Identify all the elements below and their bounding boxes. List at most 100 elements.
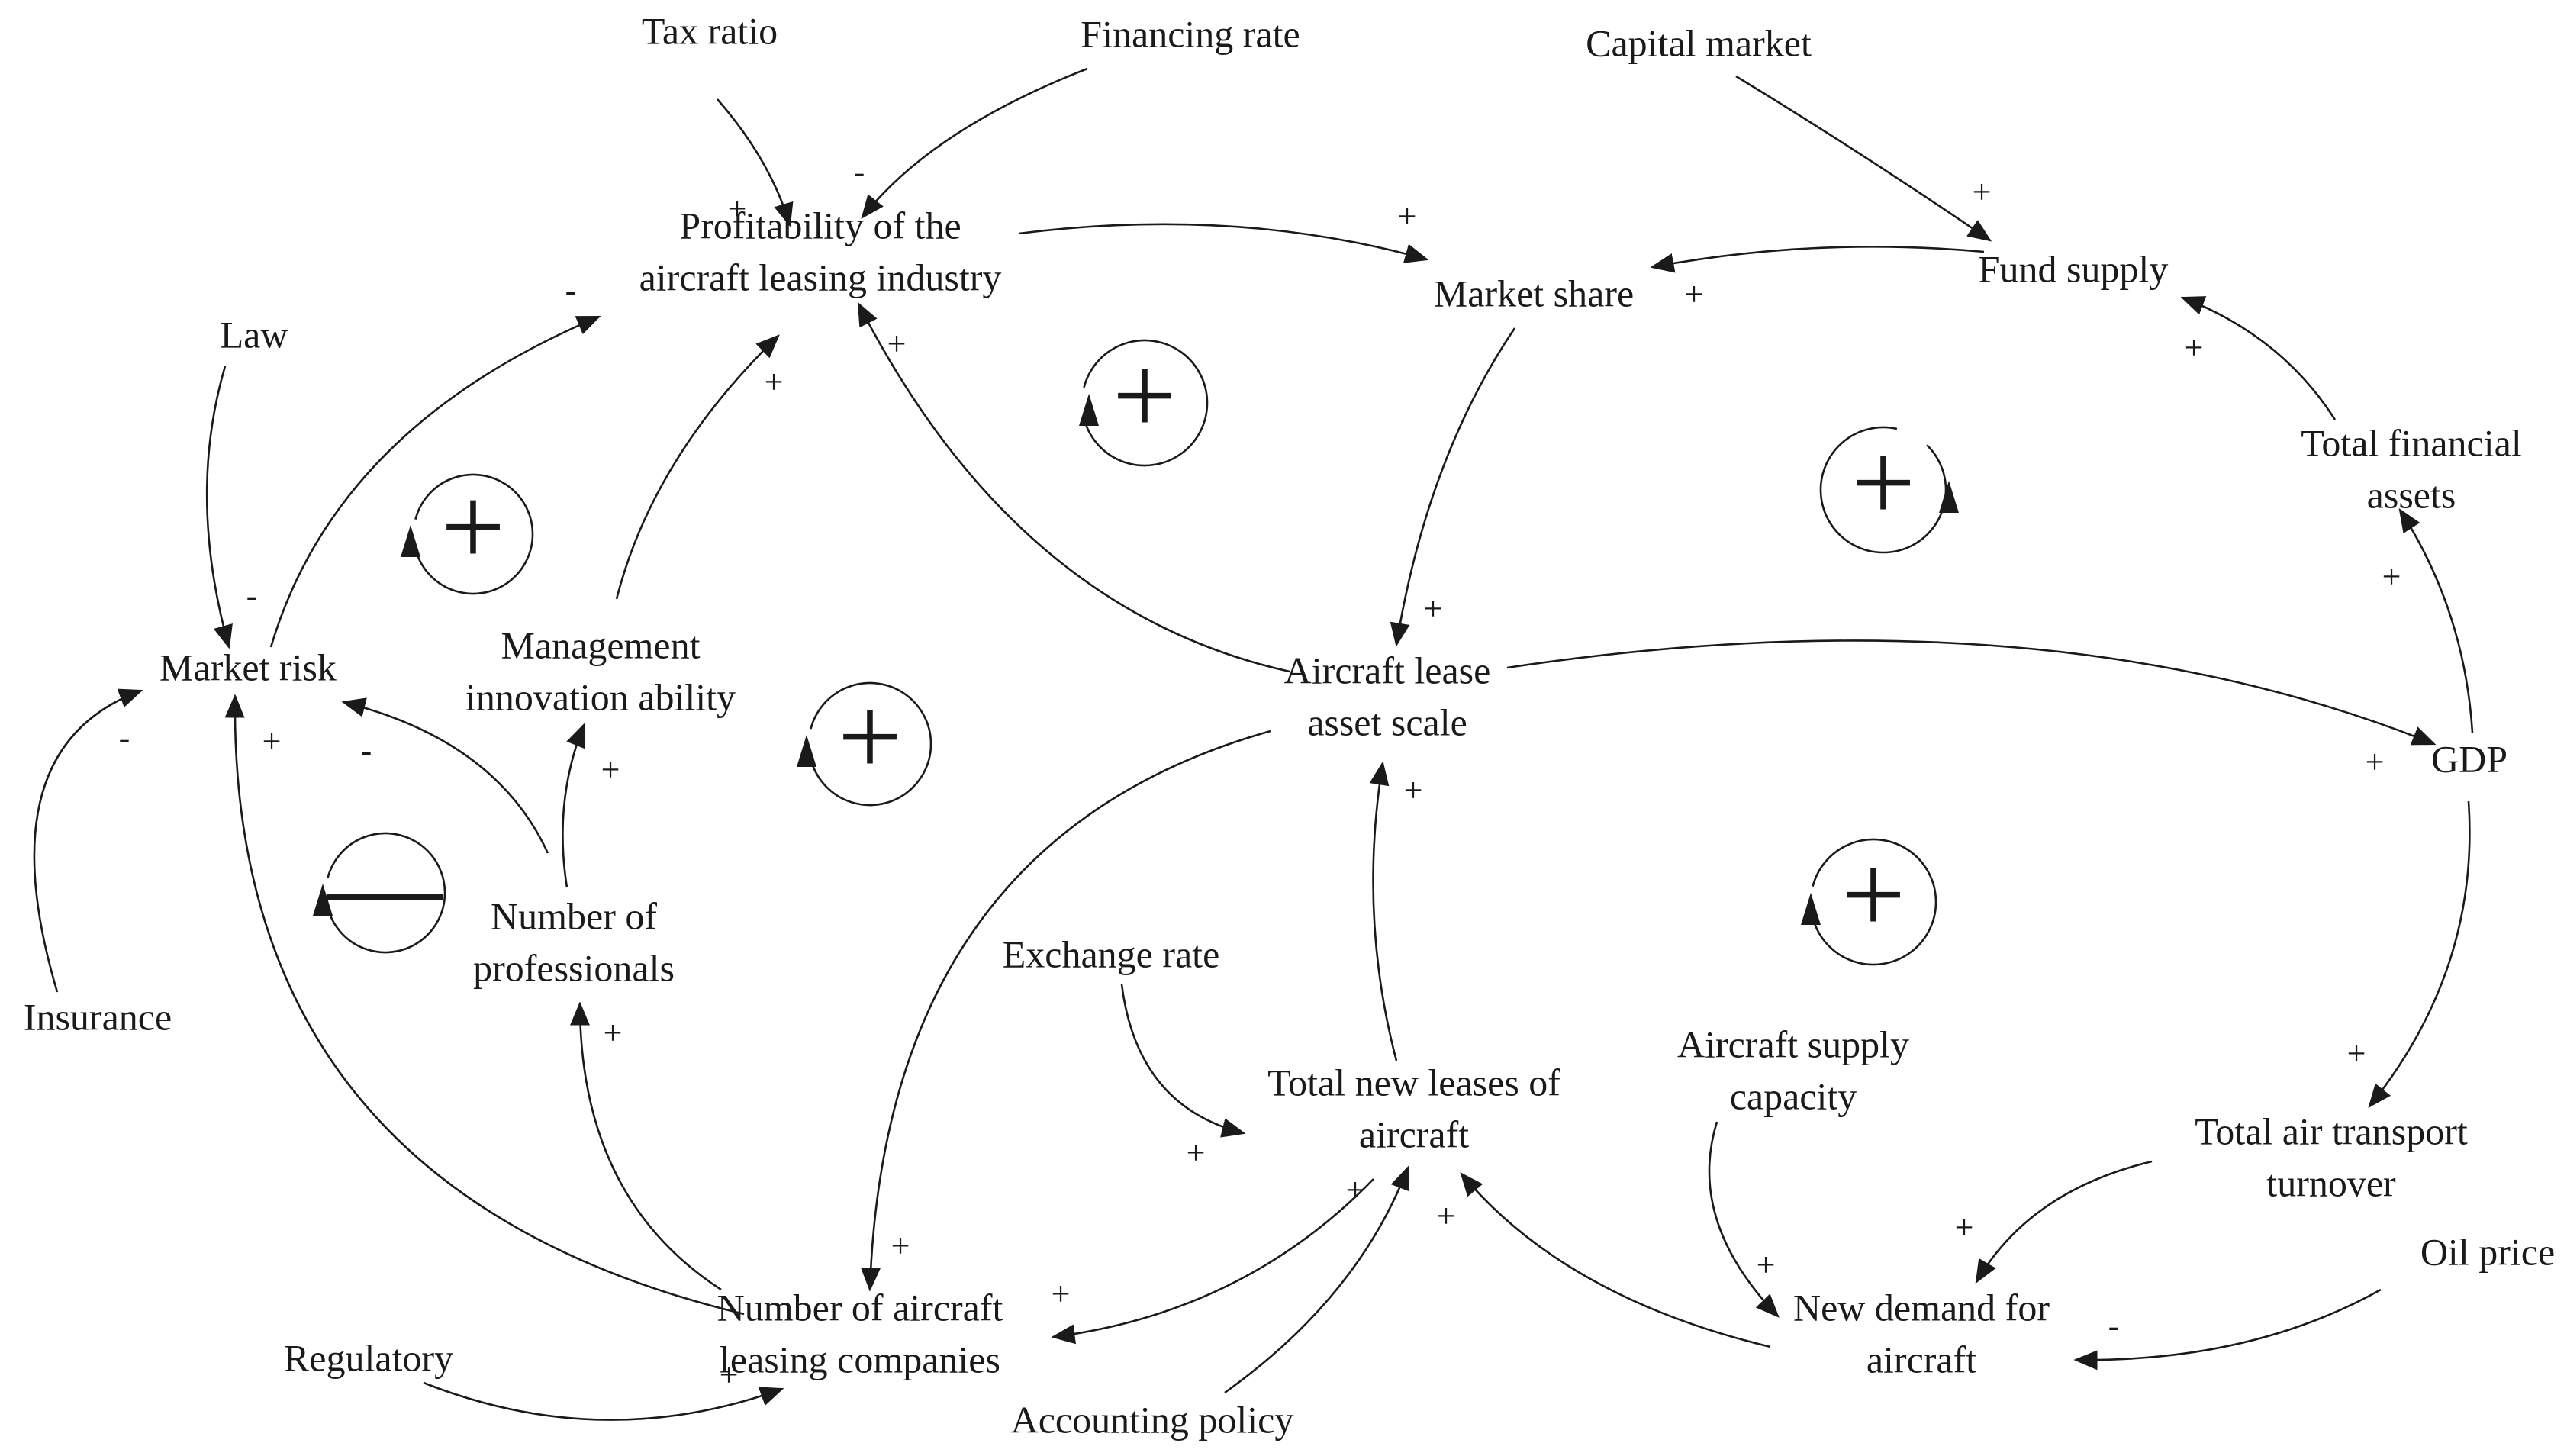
link-number-of-leasing-companies-to-market-risk (224, 694, 745, 1316)
loop-polarity: + (441, 463, 506, 590)
link-sign-aircraft-lease-asset-scale-to-profitability: + (887, 325, 907, 362)
loop-arrow-icon (1801, 893, 1821, 925)
loop-polarity: + (1113, 332, 1177, 459)
link-sign-financing-rate-to-profitability: - (854, 153, 865, 191)
link-sign-insurance-to-market-risk: - (119, 720, 130, 757)
link-sign-total-financial-assets-to-fund-supply: + (2185, 329, 2204, 366)
node-label-line: Profitability of the (679, 204, 961, 246)
loop-circle-arc (414, 473, 534, 595)
link-sign-total-new-leases-to-aircraft-lease-asset-scale: + (1404, 771, 1423, 809)
link-new-demand-for-aircraft-to-total-new-leases (1460, 1172, 1771, 1348)
link-sign-total-new-leases-to-number-of-leasing-companies: + (1052, 1275, 1071, 1313)
link-market-share-to-aircraft-lease-asset-scale (1390, 327, 1516, 647)
link-financing-rate-to-profitability (861, 67, 1088, 220)
node-label-line: professionals (473, 946, 675, 989)
link-sign-number-of-leasing-companies-to-market-risk: + (262, 723, 282, 760)
link-sign-gdp-to-total-financial-assets: + (2382, 558, 2401, 595)
node-label-line: Insurance (24, 995, 172, 1038)
node-label-line: Number of (491, 894, 657, 937)
link-sign-market-risk-to-profitability: - (565, 272, 577, 309)
link-sign-aircraft-lease-asset-scale-to-number-of-leasing-companies: + (891, 1227, 910, 1264)
link-number-of-professionals-to-market-risk (341, 697, 549, 854)
loop-arrow-icon (313, 884, 333, 916)
node-label-line: Oil price (2420, 1230, 2555, 1273)
node-label-line: Number of aircraft (717, 1286, 1003, 1329)
link-sign-capital-market-to-fund-supply: + (1973, 173, 1992, 211)
loop-polarity: + (1851, 419, 1916, 546)
link-sign-total-air-transport-turnover-to-new-demand-for-aircraft: + (1955, 1209, 1974, 1246)
link-management-innovation-to-profitability (615, 334, 780, 600)
link-fund-supply-to-market-share (1650, 246, 1985, 273)
node-accounting-policy: Accounting policy (1011, 1398, 1294, 1441)
node-label-line: Fund supply (1979, 247, 2169, 290)
node-label-line: leasing companies (720, 1338, 1000, 1380)
loop-marker-loop-6: + (1801, 831, 1937, 966)
link-sign-number-of-professionals-to-market-risk: - (361, 732, 372, 769)
loop-marker-loop-5: — (313, 822, 446, 954)
node-label-line: turnover (2266, 1161, 2396, 1204)
node-market-risk: Market risk (159, 646, 337, 688)
node-total-new-leases: Total new leases of aircraft (1267, 1061, 1560, 1155)
link-total-new-leases-to-aircraft-lease-asset-scale (1369, 761, 1398, 1061)
link-regulatory-to-number-of-leasing-companies (423, 1381, 784, 1421)
node-profitability: Profitability of the aircraft leasing ind… (639, 204, 1002, 298)
node-label-line: Regulatory (284, 1336, 453, 1379)
link-profitability-to-market-share (1018, 223, 1429, 263)
loop-polarity: + (1841, 831, 1906, 958)
link-aircraft-lease-asset-scale-to-profitability (857, 301, 1290, 673)
link-exchange-rate-to-total-new-leases (1120, 984, 1246, 1138)
node-fund-supply: Fund supply (1979, 247, 2169, 290)
node-label-line: Total new leases of (1267, 1061, 1560, 1103)
node-total-financial-assets: Total financial assets (2301, 421, 2521, 516)
node-label-line: Exchange rate (1003, 933, 1220, 975)
node-regulatory: Regulatory (284, 1336, 453, 1379)
loop-arrow-icon (401, 525, 420, 557)
link-oil-price-to-new-demand-for-aircraft (2073, 1288, 2382, 1371)
link-sign-new-demand-for-aircraft-to-total-new-leases: + (1437, 1197, 1456, 1235)
node-label-line: Capital market (1586, 21, 1812, 64)
loop-polarity: — (327, 822, 444, 949)
node-label-line: Management (501, 623, 700, 666)
node-label-line: aircraft leasing industry (639, 256, 1002, 298)
node-label-line: assets (2367, 473, 2456, 516)
node-tax-ratio: Tax ratio (642, 9, 778, 52)
link-sign-accounting-policy-to-total-new-leases: + (1346, 1171, 1365, 1209)
node-exchange-rate: Exchange rate (1003, 933, 1220, 975)
loop-marker-loop-3: + (401, 463, 534, 595)
node-label-line: Total air transport (2195, 1110, 2468, 1152)
link-market-risk-to-profitability (269, 315, 601, 648)
link-total-air-transport-turnover-to-new-demand-for-aircraft (1975, 1160, 2153, 1284)
link-sign-management-innovation-to-profitability: + (765, 363, 784, 401)
node-label-line: Financing rate (1081, 12, 1300, 55)
loop-marker-loop-4: + (797, 673, 932, 807)
link-aircraft-supply-capacity-to-new-demand-for-aircraft (1708, 1121, 1780, 1318)
link-total-new-leases-to-number-of-leasing-companies (1051, 1178, 1374, 1345)
link-sign-law-to-market-risk: - (246, 577, 258, 614)
node-financing-rate: Financing rate (1081, 12, 1300, 55)
link-gdp-to-total-financial-assets (2398, 507, 2474, 733)
nodes-layer: Tax ratio Financing rate Capital marketPro… (24, 9, 2555, 1441)
loop-circle-arc (1083, 339, 1209, 467)
node-label-line: Aircraft lease (1284, 649, 1491, 691)
link-sign-aircraft-lease-asset-scale-to-gdp: + (2366, 743, 2385, 781)
link-sign-oil-price-to-new-demand-for-aircraft: - (2108, 1307, 2120, 1345)
loop-markers-layer: + + + + — + (313, 332, 1959, 966)
node-label-line: Market share (1434, 272, 1634, 314)
loop-marker-loop-1: + (1079, 332, 1209, 467)
node-label-line: aircraft (1359, 1113, 1469, 1155)
node-label-line: Total financial (2301, 421, 2521, 464)
loop-arrow-icon (797, 735, 816, 767)
node-law: Law (221, 313, 288, 356)
node-label-line: New demand for (1793, 1286, 2050, 1329)
link-insurance-to-market-risk (33, 688, 143, 993)
node-number-of-professionals: Number of professionals (473, 894, 675, 989)
link-sign-regulatory-to-number-of-leasing-companies: + (720, 1356, 739, 1393)
node-total-air-transport-turnover: Total air transport turnover (2195, 1110, 2468, 1204)
loop-arrow-icon (1079, 394, 1099, 426)
node-market-share: Market share (1434, 272, 1634, 314)
